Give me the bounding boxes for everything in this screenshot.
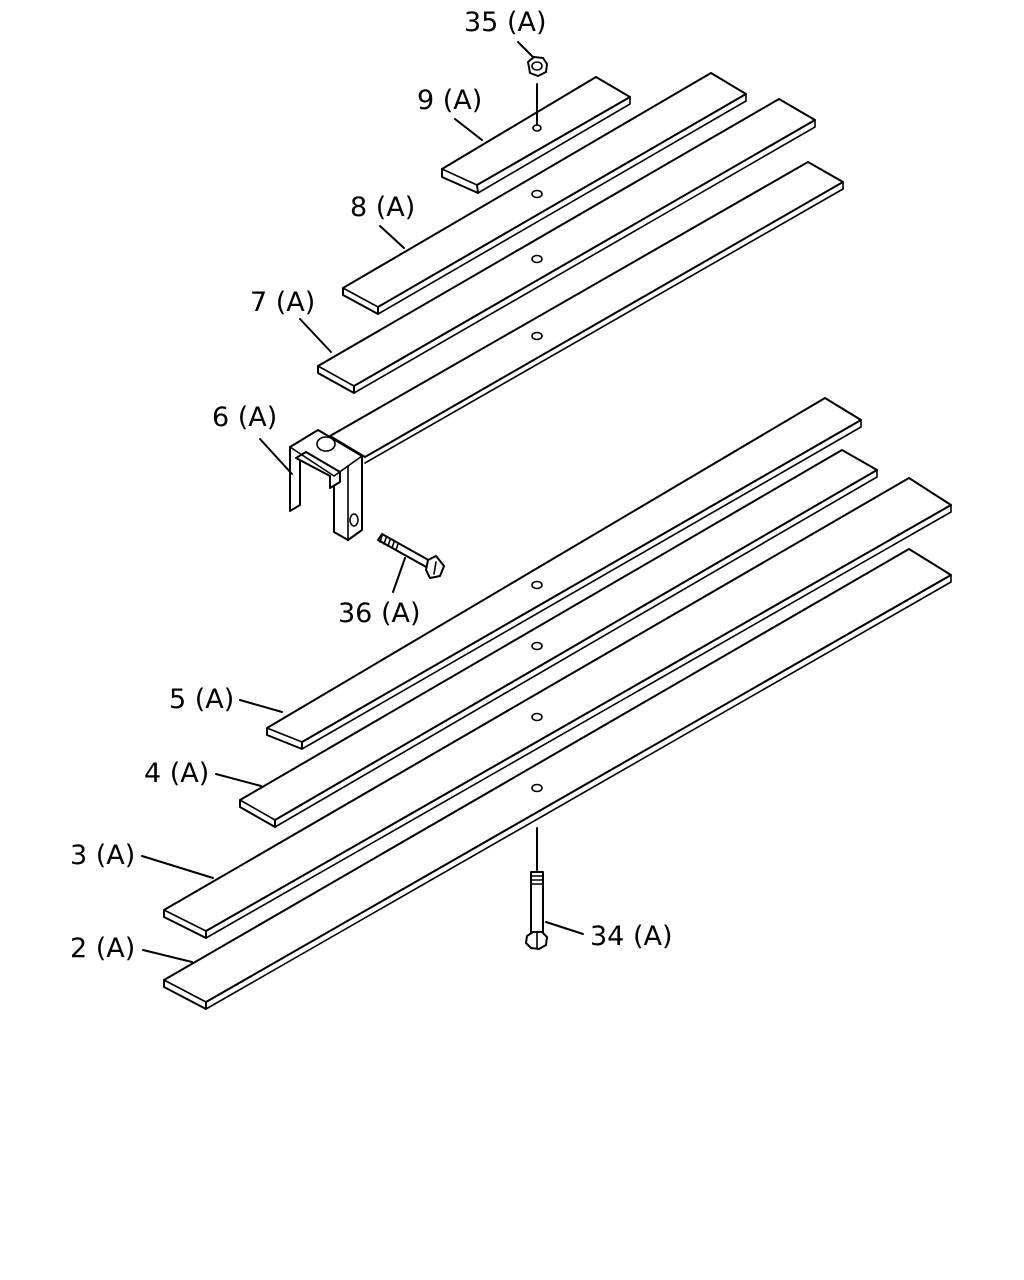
- callout-36: 36 (A): [338, 598, 420, 629]
- callout-35: 35 (A): [464, 7, 546, 38]
- part-3-plate: [163, 477, 952, 939]
- callout-34: 34 (A): [590, 921, 672, 952]
- callout-labels: 35 (A) 9 (A) 8 (A) 7 (A) 6 (A) 36 (A) 5 …: [70, 7, 672, 964]
- part-5-plate: [266, 397, 862, 750]
- part-6-bracket: [289, 429, 363, 541]
- callout-4: 4 (A): [144, 758, 209, 789]
- leader-lines: [141, 41, 584, 963]
- part-34-center-bolt: [525, 827, 548, 950]
- lower-bolt-holes: [531, 580, 543, 793]
- part-35-nut: [527, 56, 548, 132]
- callout-2: 2 (A): [70, 933, 135, 964]
- callout-9: 9 (A): [417, 85, 482, 116]
- upper-bolt-holes: [531, 189, 543, 341]
- part-4-plate: [239, 449, 878, 828]
- callout-6: 6 (A): [212, 402, 277, 433]
- part-2-plate: [163, 548, 952, 1010]
- callout-7: 7 (A): [250, 287, 315, 318]
- part-8-plate: [342, 72, 747, 315]
- callout-8: 8 (A): [350, 192, 415, 223]
- callout-5: 5 (A): [169, 684, 234, 715]
- part-9-plate: [441, 76, 631, 194]
- part-36-bolt: [377, 533, 445, 579]
- callout-3: 3 (A): [70, 840, 135, 871]
- part-7-plate: [317, 98, 816, 394]
